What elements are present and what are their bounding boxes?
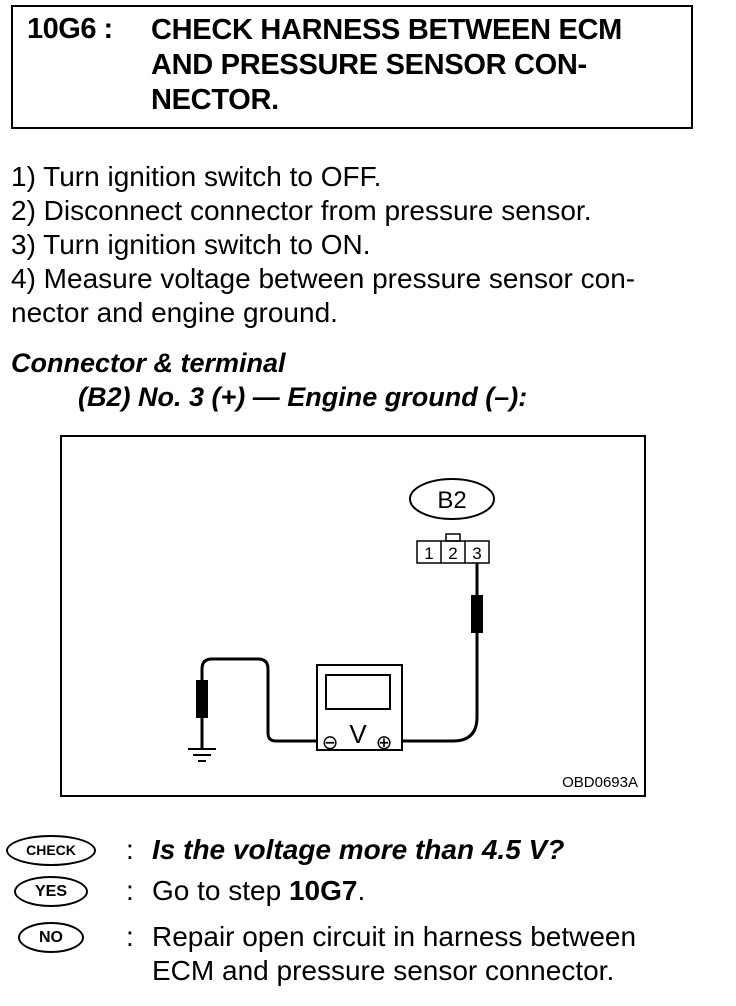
step-title: CHECK HARNESS BETWEEN ECM AND PRESSURE S… (151, 13, 622, 118)
check-badge: CHECK (6, 835, 96, 866)
check-colon: : (126, 834, 134, 865)
step-code: 10G6 : (27, 13, 113, 45)
no-action: Repair open circuit in harness between E… (152, 920, 636, 988)
connector-terminal-spec: (B2) No. 3 (+) — Engine ground (–): (78, 382, 528, 412)
connector-b2 (416, 533, 490, 564)
negative-probe (196, 680, 208, 718)
procedure-step: 2) Disconnect connector from pressure se… (11, 195, 592, 226)
yes-prefix: Go to step (152, 875, 289, 906)
figure-code: OBD0693A (562, 774, 638, 791)
yes-badge: YES (14, 876, 88, 907)
procedure-step: 4) Measure voltage between pressure sens… (11, 263, 636, 294)
plus-terminal-icon: ⊕ (376, 730, 393, 754)
step-title-line: NECTOR. (151, 84, 279, 116)
wiring-diagram-svg: B2 1 2 3 V ⊖ ⊕ (188, 478, 495, 762)
negative-lead-wire (200, 657, 320, 749)
connector-terminal-heading: Connector & terminal (11, 348, 286, 378)
positive-probe (471, 595, 483, 633)
no-action-line: ECM and pressure sensor connector. (152, 955, 615, 986)
no-colon: : (126, 921, 134, 952)
procedure-step: 3) Turn ignition switch to ON. (11, 229, 371, 260)
procedure-step: nector and engine ground. (11, 297, 338, 328)
procedure-step: 1) Turn ignition switch to OFF. (11, 161, 382, 192)
yes-step-link: 10G7 (288, 875, 358, 906)
yes-colon: : (126, 875, 134, 906)
voltmeter-symbol: V (349, 719, 367, 749)
step-title-line: AND PRESSURE SENSOR CON- (151, 49, 587, 81)
positive-lead-wire (382, 563, 479, 743)
connector-pin: 3 (472, 544, 481, 563)
wiring-diagram: B2 1 2 3 V ⊖ ⊕ OBD0693A (60, 435, 646, 797)
connector-label-ellipse (409, 478, 495, 520)
ground-icon (188, 748, 216, 762)
no-action-line: Repair open circuit in harness between (152, 921, 637, 952)
minus-terminal-icon: ⊖ (322, 730, 339, 754)
yes-action: Go to step 10G7. (152, 874, 365, 908)
connector-pin: 2 (448, 544, 457, 563)
no-badge: NO (18, 922, 84, 953)
connector-pin: 1 (424, 544, 433, 563)
procedure-steps: 1) Turn ignition switch to OFF. 2) Disco… (11, 160, 635, 330)
yes-suffix: . (357, 875, 366, 906)
connector-label: B2 (437, 487, 466, 514)
voltmeter-icon (316, 664, 403, 751)
step-title-line: CHECK HARNESS BETWEEN ECM (151, 14, 623, 46)
step-title-box: 10G6 : CHECK HARNESS BETWEEN ECM AND PRE… (11, 5, 693, 129)
check-question: Is the voltage more than 4.5 V? (152, 834, 565, 865)
